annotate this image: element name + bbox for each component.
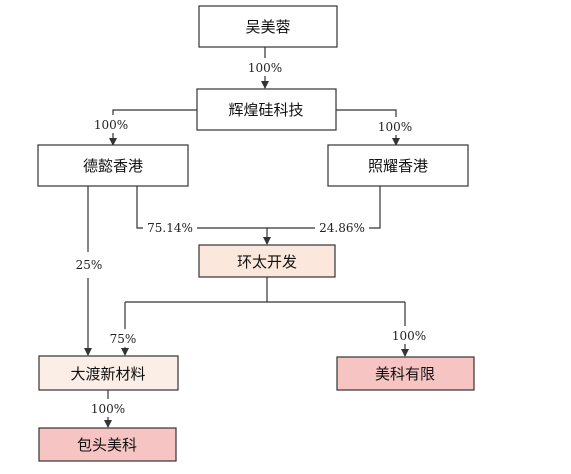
node-wu-meirong: 吴美蓉 (198, 5, 338, 48)
label-huihuang-zhaoyao: 100% (378, 120, 412, 134)
node-meike-youxian: 美科有限 (336, 356, 475, 391)
edge-deyi-huantai (136, 186, 271, 245)
label-deyi-dadu: 25% (76, 258, 103, 272)
label-huantai-dadu: 75% (110, 332, 137, 346)
label-dadu-baotou: 100% (91, 402, 125, 416)
node-deyi-hk: 德懿香港 (37, 144, 189, 187)
node-label: 照耀香港 (368, 157, 428, 175)
edge-huihuang-deyi (109, 109, 197, 146)
node-label: 大渡新材料 (70, 365, 145, 383)
node-label: 德懿香港 (83, 157, 143, 175)
label-deyi-huantai: 75.14% (147, 221, 193, 235)
label-huantai-meike: 100% (392, 329, 426, 343)
label-huihuang-deyi: 100% (94, 118, 128, 132)
node-huantai: 环太开发 (198, 244, 336, 278)
node-label: 环太开发 (237, 253, 297, 271)
node-baotou-meike: 包头美科 (38, 427, 177, 462)
label-zhaoyao-huantai: 24.86% (319, 221, 365, 235)
node-huihuang: 辉煌硅科技 (196, 88, 337, 131)
edge-zhaoyao-huantai (267, 186, 381, 229)
node-zhaoyao-hk: 照耀香港 (327, 144, 469, 187)
node-label: 美科有限 (375, 365, 435, 383)
edge-labels: 100% 100% 100% 75.14% 24.86% 25% 75% 100… (50, 58, 431, 417)
node-label: 包头美科 (77, 436, 137, 454)
node-dadu: 大渡新材料 (38, 355, 179, 391)
node-label: 辉煌硅科技 (228, 101, 303, 119)
node-label: 吴美蓉 (245, 18, 290, 36)
label-wu-huihuang: 100% (248, 61, 282, 75)
